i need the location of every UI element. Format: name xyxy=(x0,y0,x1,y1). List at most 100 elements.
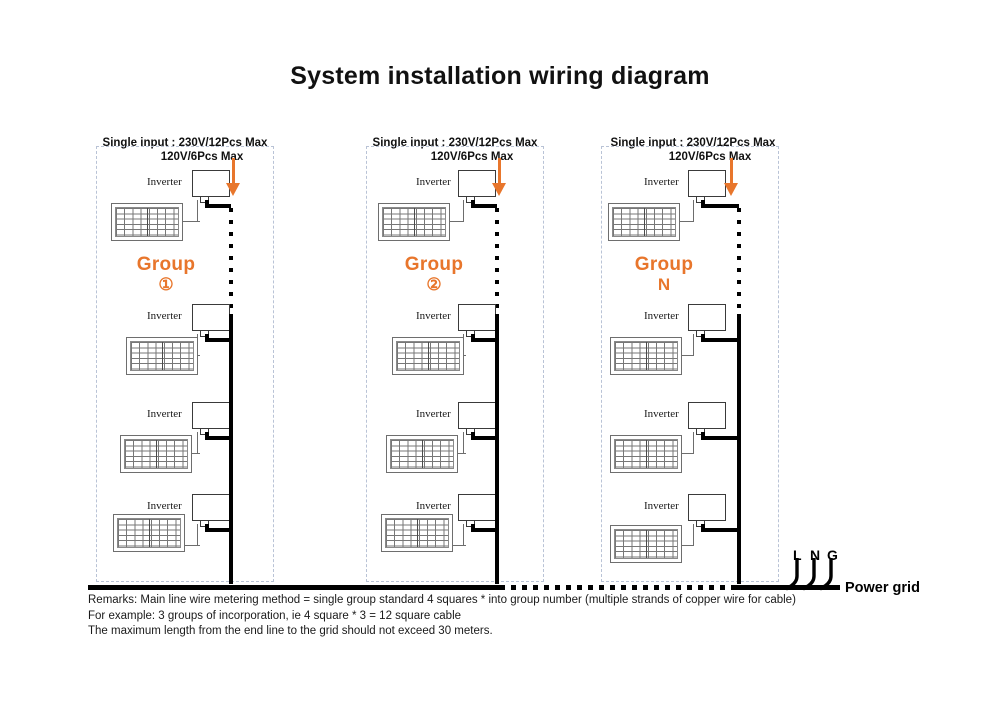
group-1-panel-4 xyxy=(113,514,185,552)
group-1-inverter-1-label: Inverter xyxy=(147,176,182,188)
group-n-name: Group N xyxy=(618,255,710,294)
group-2-inverter-3-label: Inverter xyxy=(416,408,451,420)
group-1-inverter-2 xyxy=(192,304,230,331)
group-1-inverter-2-run xyxy=(205,338,233,342)
group-1-panel-3 xyxy=(120,435,192,473)
group-1-inverter-4-run xyxy=(205,528,233,532)
group-n-caption-line2: 120V/6Pcs Max xyxy=(668,151,752,163)
group-n-inverter-4-label: Inverter xyxy=(644,500,679,512)
group-2-inverter-1 xyxy=(458,170,496,197)
solar-panel-icon xyxy=(390,439,454,469)
solar-panel-icon xyxy=(612,207,676,237)
group-2-inverter-3-run xyxy=(471,436,499,440)
group-1-panel-3-wire-h xyxy=(192,453,200,455)
solar-panel-icon xyxy=(385,518,449,548)
group-2-inverter-2 xyxy=(458,304,496,331)
group-n-panel-4-wire-v xyxy=(693,524,695,546)
group-1-panel-3-wire-v xyxy=(197,432,199,454)
group-2-inverter-1-label: Inverter xyxy=(416,176,451,188)
group-n-name-word: Group xyxy=(634,254,694,275)
group-n-name-number: N xyxy=(657,274,671,294)
group-1-panel-4-wire-v xyxy=(197,524,199,546)
solar-panel-icon xyxy=(614,341,678,371)
group-n-panel-1-wire-h xyxy=(680,221,694,223)
remarks-line-1: Remarks: Main line wire metering method … xyxy=(88,594,796,606)
group-2-inverter-1-run xyxy=(471,204,497,208)
group-1-bus xyxy=(229,314,233,584)
group-2-bus-dotted xyxy=(495,208,499,314)
group-2-panel-1-wire-h xyxy=(450,221,464,223)
group-n-inverter-4-run xyxy=(701,528,739,532)
solar-panel-icon xyxy=(117,518,181,548)
group-2-panel-4-wire-v xyxy=(463,524,465,546)
group-1-panel-1-wire-v xyxy=(197,200,199,222)
group-n-inverter-1-run xyxy=(701,204,739,208)
group-n-inverter-3 xyxy=(688,402,726,429)
remarks-block: Remarks: Main line wire metering method … xyxy=(88,593,888,640)
group-2-inverter-2-label: Inverter xyxy=(416,310,451,322)
group-2-inverter-4-run xyxy=(471,528,499,532)
group-2-caption-line2: 120V/6Pcs Max xyxy=(430,151,514,163)
group-1-inverter-4 xyxy=(192,494,230,521)
group-1-panel-2-wire-h xyxy=(198,355,200,357)
grid-terminal-leads xyxy=(785,558,833,591)
down-arrow-icon xyxy=(724,183,738,196)
group-2-panel-3 xyxy=(386,435,458,473)
group-2-panel-2-wire-v xyxy=(463,334,465,356)
terminal-label-n: N xyxy=(810,547,821,563)
solar-panel-icon xyxy=(382,207,446,237)
group-1-caption-line2: 120V/6Pcs Max xyxy=(160,151,244,163)
group-1-inverter-1-run xyxy=(205,204,231,208)
group-n-arrow-shaft xyxy=(730,158,733,186)
group-n-panel-2 xyxy=(610,337,682,375)
group-n-inverter-4 xyxy=(688,494,726,521)
group-n-inverter-3-label: Inverter xyxy=(644,408,679,420)
group-2-name-word: Group xyxy=(404,254,464,275)
group-n-panel-2-wire-v xyxy=(693,334,695,356)
down-arrow-icon xyxy=(226,183,240,196)
group-1-bus-dotted xyxy=(229,208,233,314)
group-n-boundary xyxy=(601,146,779,582)
group-n-inverter-2-label: Inverter xyxy=(644,310,679,322)
group-1-inverter-2-label: Inverter xyxy=(147,310,182,322)
group-n-panel-3 xyxy=(610,435,682,473)
group-n-panel-3-wire-v xyxy=(693,432,695,454)
group-n-inverter-1-label: Inverter xyxy=(644,176,679,188)
group-1-panel-2 xyxy=(126,337,198,375)
solar-panel-icon xyxy=(396,341,460,371)
group-2-name-number: ② xyxy=(426,274,442,294)
group-n-panel-4 xyxy=(610,525,682,563)
remarks-line-2: For example: 3 groups of incorporation, … xyxy=(88,609,462,622)
group-n-panel-2-wire-h xyxy=(682,355,694,357)
group-1-inverter-4-label: Inverter xyxy=(147,500,182,512)
group-2-inverter-4 xyxy=(458,494,496,521)
group-2-panel-1-wire-v xyxy=(463,200,465,222)
group-1-boundary xyxy=(96,146,274,582)
main-line-left xyxy=(88,585,500,590)
group-n-inverter-2 xyxy=(688,304,726,331)
group-1-name-word: Group xyxy=(136,254,196,275)
page-title: System installation wiring diagram xyxy=(290,62,710,90)
group-1-panel-2-wire-v xyxy=(197,334,199,356)
group-n-bus-dotted xyxy=(737,208,741,314)
group-2-name: Group ② xyxy=(388,255,480,294)
group-1-inverter-1 xyxy=(192,170,230,197)
group-n-inverter-3-run xyxy=(701,436,739,440)
group-2-panel-2-wire-h xyxy=(464,355,466,357)
group-n-panel-4-wire-h xyxy=(682,545,694,547)
down-arrow-icon xyxy=(492,183,506,196)
group-1-inverter-3 xyxy=(192,402,230,429)
solar-panel-icon xyxy=(614,529,678,559)
group-1-arrow-shaft xyxy=(232,158,235,186)
group-n-inverter-2-run xyxy=(701,338,739,342)
group-n-inverter-1 xyxy=(688,170,726,197)
group-2-inverter-2-run xyxy=(471,338,499,342)
group-2-arrow-shaft xyxy=(498,158,501,186)
main-line-dotted xyxy=(500,585,736,590)
solar-panel-icon xyxy=(124,439,188,469)
group-n-panel-1 xyxy=(608,203,680,241)
group-n-panel-1-wire-v xyxy=(693,200,695,222)
group-1-panel-1 xyxy=(111,203,183,241)
remarks-line-3: The maximum length from the end line to … xyxy=(88,625,493,637)
